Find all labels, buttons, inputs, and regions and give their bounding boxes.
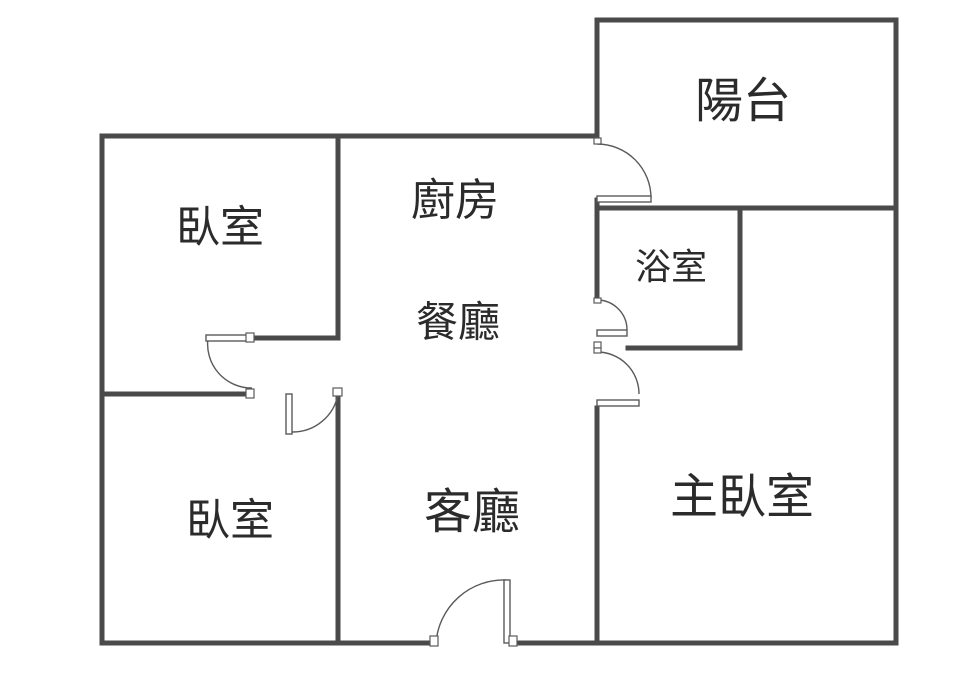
door-balcony-leaf: [596, 195, 652, 203]
door-bedroom-lower: [285, 387, 343, 435]
door-entrance-swing: [435, 579, 507, 644]
doors: [205, 137, 652, 647]
room-label-living-room: 客廳: [424, 484, 520, 540]
door-master-swing: [596, 351, 640, 395]
door-bathroom-jamb-top: [593, 297, 602, 304]
door-bedroom-upper-leaf: [205, 334, 253, 342]
door-bedroom-upper-jamb-bottom: [245, 388, 255, 399]
door-bedroom-upper-swing: [206, 337, 253, 389]
room-label-master-bedroom: 主臥室: [670, 469, 814, 525]
door-entrance: [429, 579, 518, 647]
door-master-bedroom: [593, 347, 640, 407]
room-label-bedroom-lower: 臥室: [186, 495, 274, 546]
door-bedroom-upper: [205, 332, 255, 399]
door-master-leaf: [596, 399, 640, 407]
door-bathroom-leaf: [596, 329, 628, 337]
room-label-bathroom: 浴室: [635, 247, 707, 288]
room-label-bedroom-upper: 臥室: [176, 202, 264, 253]
door-bathroom-jamb-bottom: [593, 341, 602, 349]
room-labels: 陽台 廚房 臥室 餐廳 浴室 臥室 客廳 主臥室: [176, 73, 814, 546]
door-bedroom-lower-swing: [291, 393, 339, 433]
door-entrance-jamb-left: [429, 635, 439, 647]
door-master-jamb-top: [593, 347, 602, 354]
room-label-dining: 餐廳: [416, 298, 500, 347]
door-bathroom-swing: [596, 299, 628, 331]
door-entrance-leaf: [503, 579, 511, 644]
door-balcony: [593, 137, 652, 203]
door-bathroom: [593, 297, 628, 349]
door-balcony-swing: [596, 143, 652, 199]
door-bedroom-lower-leaf: [285, 393, 293, 435]
door-bedroom-upper-jamb: [245, 332, 255, 343]
door-entrance-jamb-right: [508, 635, 518, 647]
room-label-balcony: 陽台: [695, 73, 791, 129]
door-bedroom-lower-jamb: [332, 387, 343, 397]
room-label-kitchen: 廚房: [411, 175, 499, 226]
door-balcony-jamb-top: [593, 137, 602, 145]
walls: [99, 17, 899, 646]
